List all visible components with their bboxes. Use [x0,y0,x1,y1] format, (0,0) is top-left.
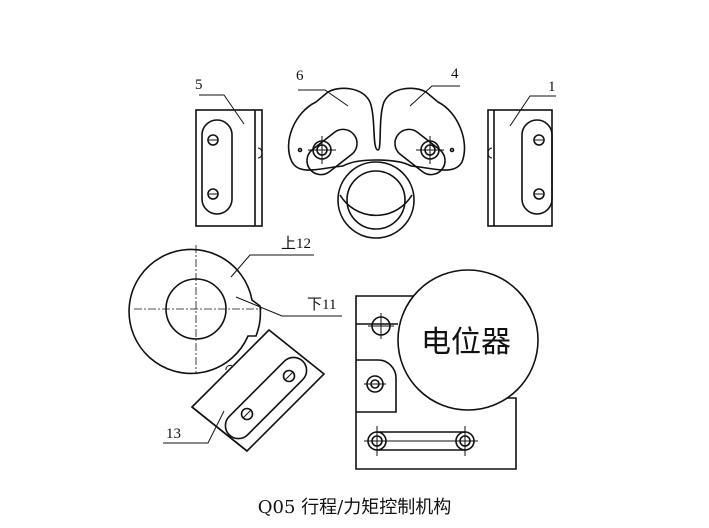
label-part-5: 5 [195,77,203,93]
label-part-6: 6 [296,68,304,84]
bracket-1 [487,95,556,227]
label-part-4: 4 [451,66,459,82]
bracket-5 [195,94,263,227]
arm-13 [163,328,326,453]
figure-caption: Q05 行程/力矩控制机构 [257,497,452,518]
label-lower-11: 下11 [307,297,336,313]
label-part-13: 13 [166,426,181,442]
potentiometer-circle [397,269,539,411]
label-potentiometer: 电位器 [421,325,511,360]
label-upper-12: 上12 [281,235,311,252]
cam-assembly [287,85,466,239]
label-part-1: 1 [548,79,556,95]
potentiometer-plate [355,269,539,470]
cam-discs [128,245,342,375]
